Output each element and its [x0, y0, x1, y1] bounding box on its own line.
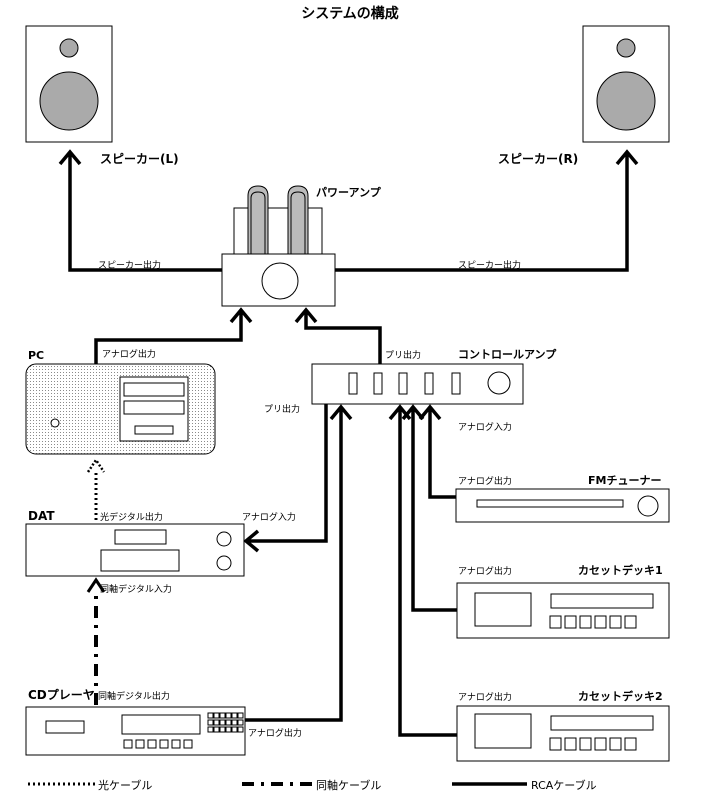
speaker-left-label: スピーカー(L) [100, 152, 179, 166]
legend-coaxial-label: 同軸ケーブル [316, 778, 381, 792]
port-fm-analog-out: アナログ出力 [458, 475, 512, 487]
cable-pc-to-power-amp [94, 307, 253, 364]
control-amp [311, 363, 524, 405]
dat [25, 523, 245, 577]
legend-rca-label: RCAケーブル [531, 778, 597, 792]
cable-cassette2-to-control [388, 404, 457, 737]
cassette-deck-1 [456, 582, 670, 639]
cable-control-to-dat [243, 404, 328, 553]
port-analog-in-control: アナログ入力 [458, 421, 512, 433]
port-pc-analog-out: アナログ出力 [102, 348, 156, 360]
pc [25, 363, 216, 455]
port-pre-out-top: プリ出力 [385, 349, 421, 361]
fm-tuner-label: FMチューナー [588, 474, 661, 487]
optical-cable [86, 457, 106, 520]
port-cassette1-analog-out: アナログ出力 [458, 565, 512, 577]
pc-label: PC [28, 349, 44, 362]
port-dat-analog-in: アナログ入力 [242, 511, 296, 523]
cd-player-label: CDプレーヤ [28, 687, 95, 702]
cassette1-label: カセットデッキ1 [578, 563, 663, 577]
coaxial-cable [86, 577, 106, 705]
speaker-left [25, 25, 113, 143]
power-amp [221, 185, 336, 307]
port-cassette2-analog-out: アナログ出力 [458, 691, 512, 703]
cable-control-to-power-amp [294, 307, 382, 364]
port-speaker-out-left: スピーカー出力 [98, 259, 161, 271]
port-optical-digital-out: 光デジタル出力 [100, 511, 163, 523]
cassette-deck-2 [456, 705, 670, 762]
rca-cables [58, 149, 639, 737]
legend: 光ケーブル 同軸ケーブル RCAケーブル [28, 778, 597, 792]
cable-cd-to-control [245, 404, 353, 722]
cable-speaker-left [58, 149, 222, 272]
speaker-right [582, 25, 670, 143]
dat-label: DAT [28, 509, 55, 523]
fm-tuner [455, 488, 670, 523]
legend-optical-label: 光ケーブル [98, 778, 152, 792]
port-coax-digital-in: 同軸デジタル入力 [100, 583, 172, 595]
cable-cassette1-to-control [401, 404, 457, 612]
port-cd-coax-digital-out: 同軸デジタル出力 [98, 690, 170, 702]
cassette2-label: カセットデッキ2 [578, 689, 663, 703]
cable-speaker-right [335, 149, 639, 272]
cable-fm-to-control [418, 404, 456, 499]
port-speaker-out-right: スピーカー出力 [458, 259, 521, 271]
diagram-title: システムの構成 [301, 5, 399, 22]
control-amp-label: コントロールアンプ [458, 347, 557, 361]
cd-player [25, 706, 246, 756]
port-pre-out-left: プリ出力 [264, 403, 300, 415]
power-amp-label: パワーアンプ [316, 185, 382, 199]
speaker-right-label: スピーカー(R) [498, 152, 578, 166]
port-cd-analog-out: アナログ出力 [248, 727, 302, 739]
